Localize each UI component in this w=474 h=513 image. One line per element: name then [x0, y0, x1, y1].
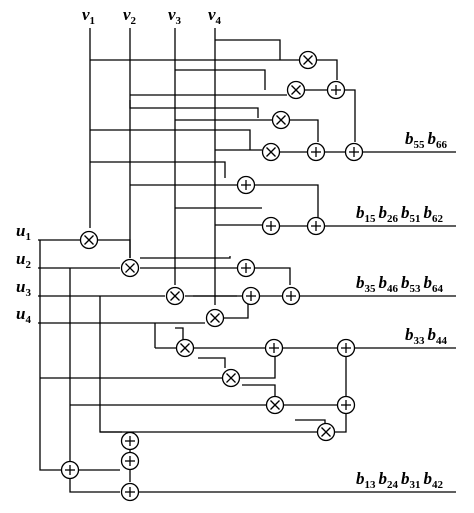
adder-node — [120, 451, 140, 471]
wire-tap-m1 — [215, 39, 281, 60]
adder-node — [241, 286, 261, 306]
wire-m3-a2 — [289, 119, 319, 142]
adder-node — [236, 175, 256, 195]
wire-tap-m11 — [242, 384, 276, 398]
multiplier-node — [271, 110, 291, 130]
input-label-u1: u1 — [16, 221, 31, 243]
input-label-v2: v2 — [123, 5, 137, 27]
adder-node — [261, 216, 281, 236]
adder-node — [264, 338, 284, 358]
adder-node — [236, 258, 256, 278]
wire-a13-a16 — [69, 478, 120, 493]
adder-node — [306, 142, 326, 162]
adder-node — [281, 286, 301, 306]
input-label-v1: v1 — [82, 5, 95, 27]
adder-node — [344, 142, 364, 162]
wire-tap-m9 — [175, 327, 184, 340]
adder-node — [306, 216, 326, 236]
multiplier-node — [265, 395, 285, 415]
wire-v1-a4 — [90, 161, 226, 178]
wire-tap-m4 — [90, 129, 251, 150]
adder-node — [120, 482, 140, 502]
input-label-v3: v3 — [168, 5, 182, 27]
input-label-v4: v4 — [208, 5, 222, 27]
wire-a1-a3 — [345, 89, 356, 142]
multiplier-node — [221, 368, 241, 388]
drop-u1 — [39, 240, 62, 471]
multiplier-node — [286, 80, 306, 100]
wire-m12-a12 — [335, 414, 347, 433]
wire-tap-m2 — [175, 69, 266, 90]
multiplier-node — [261, 142, 281, 162]
wire-a4-a6 — [255, 184, 319, 218]
multiplier-node — [205, 308, 225, 328]
wires — [38, 28, 456, 493]
multiplier-node — [316, 422, 336, 442]
adder-node — [336, 395, 356, 415]
wire-tap-m3 — [129, 100, 259, 118]
wire-u1-m6 — [98, 239, 131, 258]
drop-u3 — [99, 296, 122, 433]
input-label-u4: u4 — [16, 304, 31, 326]
input-label-u3: u3 — [16, 277, 31, 299]
multiplier-node — [298, 50, 318, 70]
nodes — [60, 50, 364, 502]
adder-node — [60, 460, 80, 480]
adder-node — [120, 431, 140, 451]
adder-node — [336, 338, 356, 358]
multiplier-node — [175, 338, 195, 358]
multiplier-node — [79, 230, 99, 250]
adder-node — [326, 80, 346, 100]
wire-m6-a7 — [140, 256, 231, 259]
input-label-u2: u2 — [16, 249, 31, 271]
wire-m1-a1 — [317, 59, 338, 80]
multiplier-node — [120, 258, 140, 278]
wire-a7-a9 — [255, 267, 291, 285]
wire-tap-m10 — [198, 357, 226, 368]
multiplier-node — [165, 286, 185, 306]
